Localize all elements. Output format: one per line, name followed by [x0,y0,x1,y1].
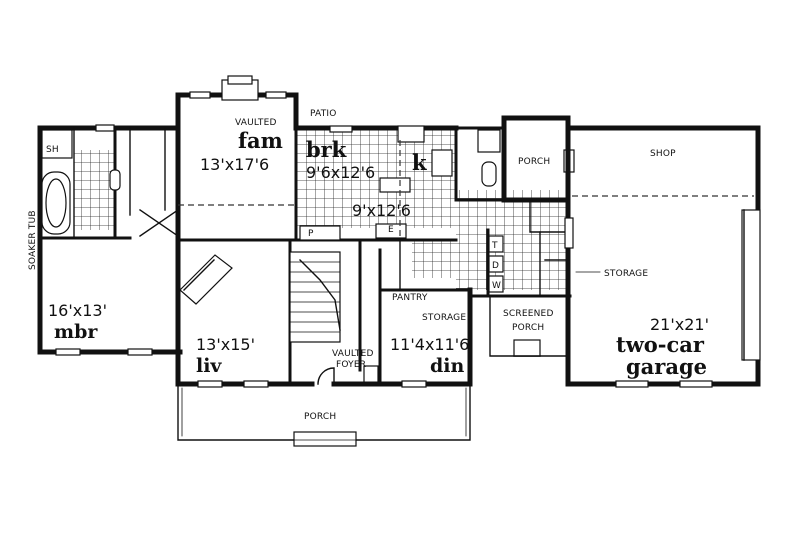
brk-name: brk [306,137,347,162]
din-name: din [430,355,465,377]
laundry-d-label: D [492,261,499,271]
patio-label: PATIO [310,109,337,119]
kitchen-breakfast-walls [293,125,459,242]
fam-vaulted-label: VAULTED [235,118,277,128]
garage-name-1: two-car [616,332,705,357]
fam-name: fam [238,128,283,153]
soaker-tub-label: SOAKER TUB [28,210,38,270]
master-bedroom-wing [37,124,183,356]
sh-label: SH [46,145,59,155]
stairs-foyer [289,238,379,385]
screened-porch-label: PORCH [512,323,544,333]
laundry-w-label: W [492,281,501,291]
porch-side-label: PORCH [518,157,550,167]
elec-e-label: E [388,225,394,235]
k-name: k [412,150,427,175]
liv-name: liv [196,355,222,377]
porch-main-label: PORCH [304,412,336,422]
garage-walls [564,125,761,388]
laundry-t-label: T [491,241,498,251]
mbr-name: mbr [54,321,98,343]
din-dim: 11'4x11'6 [390,335,469,354]
mbr-dim: 16'x13' [48,301,107,320]
foyer-vaulted-label: VAULTED [332,349,374,359]
living-room-walls [175,237,315,388]
din-storage-label: STORAGE [422,313,466,323]
laundry-area [454,126,572,298]
k-dim: 9'x12'6 [352,201,411,220]
pantry-label: PANTRY [392,293,428,303]
shop-label: SHOP [650,149,676,159]
liv-dim: 13'x15' [196,335,255,354]
garage-storage-label: STORAGE [604,269,648,279]
fam-dim: 13'x17'6 [200,155,269,174]
labels: PATIO VAULTED fam 13'x17'6 brk 9'6x12'6 … [28,109,709,422]
garage-name-2: garage [626,354,707,379]
pantry-p-label: P [308,229,314,239]
foyer-label: FOYER [336,360,366,370]
garage-dim: 21'x21' [650,315,709,334]
tiled-floors [74,128,566,290]
screened-label: SCREENED [503,309,554,319]
brk-dim: 9'6x12'6 [306,163,375,182]
front-porch [177,383,471,447]
family-room-walls [175,75,299,243]
